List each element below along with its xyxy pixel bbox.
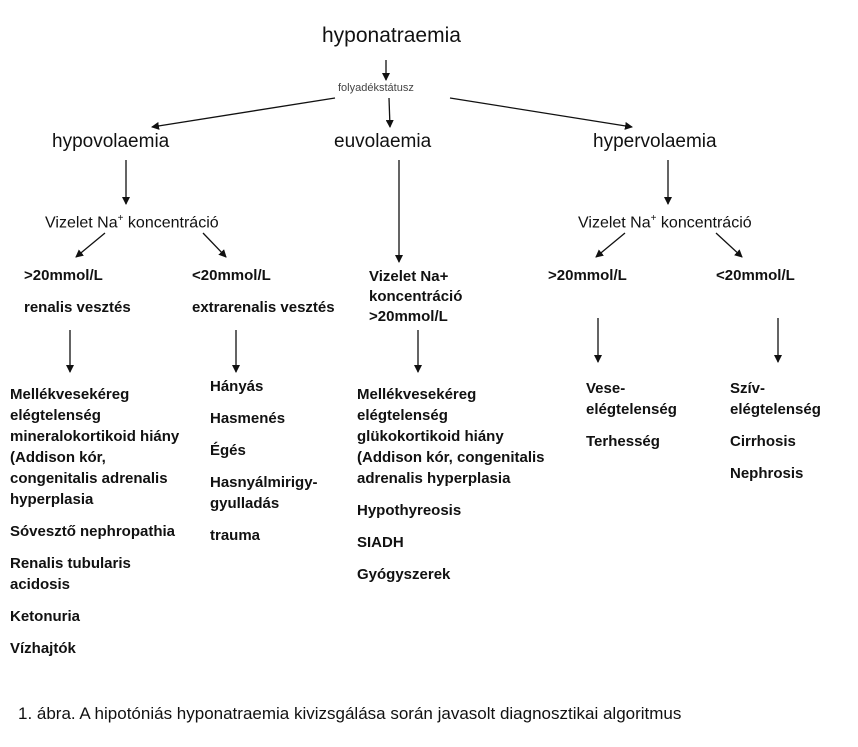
renal-loss: renalis vesztés [24, 299, 131, 316]
extrarenal-loss: extrarenalis vesztés [192, 299, 335, 316]
lt20-left: <20mmol/L [192, 267, 271, 284]
gt20-left: >20mmol/L [24, 267, 103, 284]
eu-urine-condition: Vizelet Na+koncentráció>20mmol/L [369, 268, 463, 325]
urine-na-left: Vizelet Na+ koncentráció [45, 213, 219, 232]
urine-na-right: Vizelet Na+ koncentráció [578, 213, 752, 232]
criterion-label: folyadékstátusz [338, 82, 414, 94]
hyper-lt20-causes-list: Szív-elégtelenség Cirrhosis Nephrosis [730, 380, 821, 482]
branch-hypovolaemia: hypovolaemia [52, 131, 170, 152]
root-node: hyponatraemia [322, 24, 461, 47]
gt20-right: >20mmol/L [548, 267, 627, 284]
arrow-urine-to-gt20-left [75, 232, 106, 258]
arrow-to-euvolaemia [385, 97, 394, 128]
arrow-urine-to-gt20-right [595, 232, 626, 258]
figure-caption: 1. ábra. A hipotóniás hyponatraemia kivi… [18, 704, 682, 723]
arrow-urine-to-lt20-left [202, 232, 227, 258]
extrarenal-causes-list: Hányás Hasmenés Égés Hasnyálmirigy-gyull… [210, 378, 318, 544]
arrow-to-hypovolaemia [151, 97, 336, 130]
branch-euvolaemia: euvolaemia [334, 131, 432, 152]
arrow-to-hypervolaemia [449, 97, 633, 130]
arrow-urine-to-lt20-right [715, 232, 743, 258]
hyper-gt20-causes-list: Vese-elégtelenség Terhesség [586, 380, 677, 450]
lt20-right: <20mmol/L [716, 267, 795, 284]
branch-hypervolaemia: hypervolaemia [593, 131, 717, 152]
